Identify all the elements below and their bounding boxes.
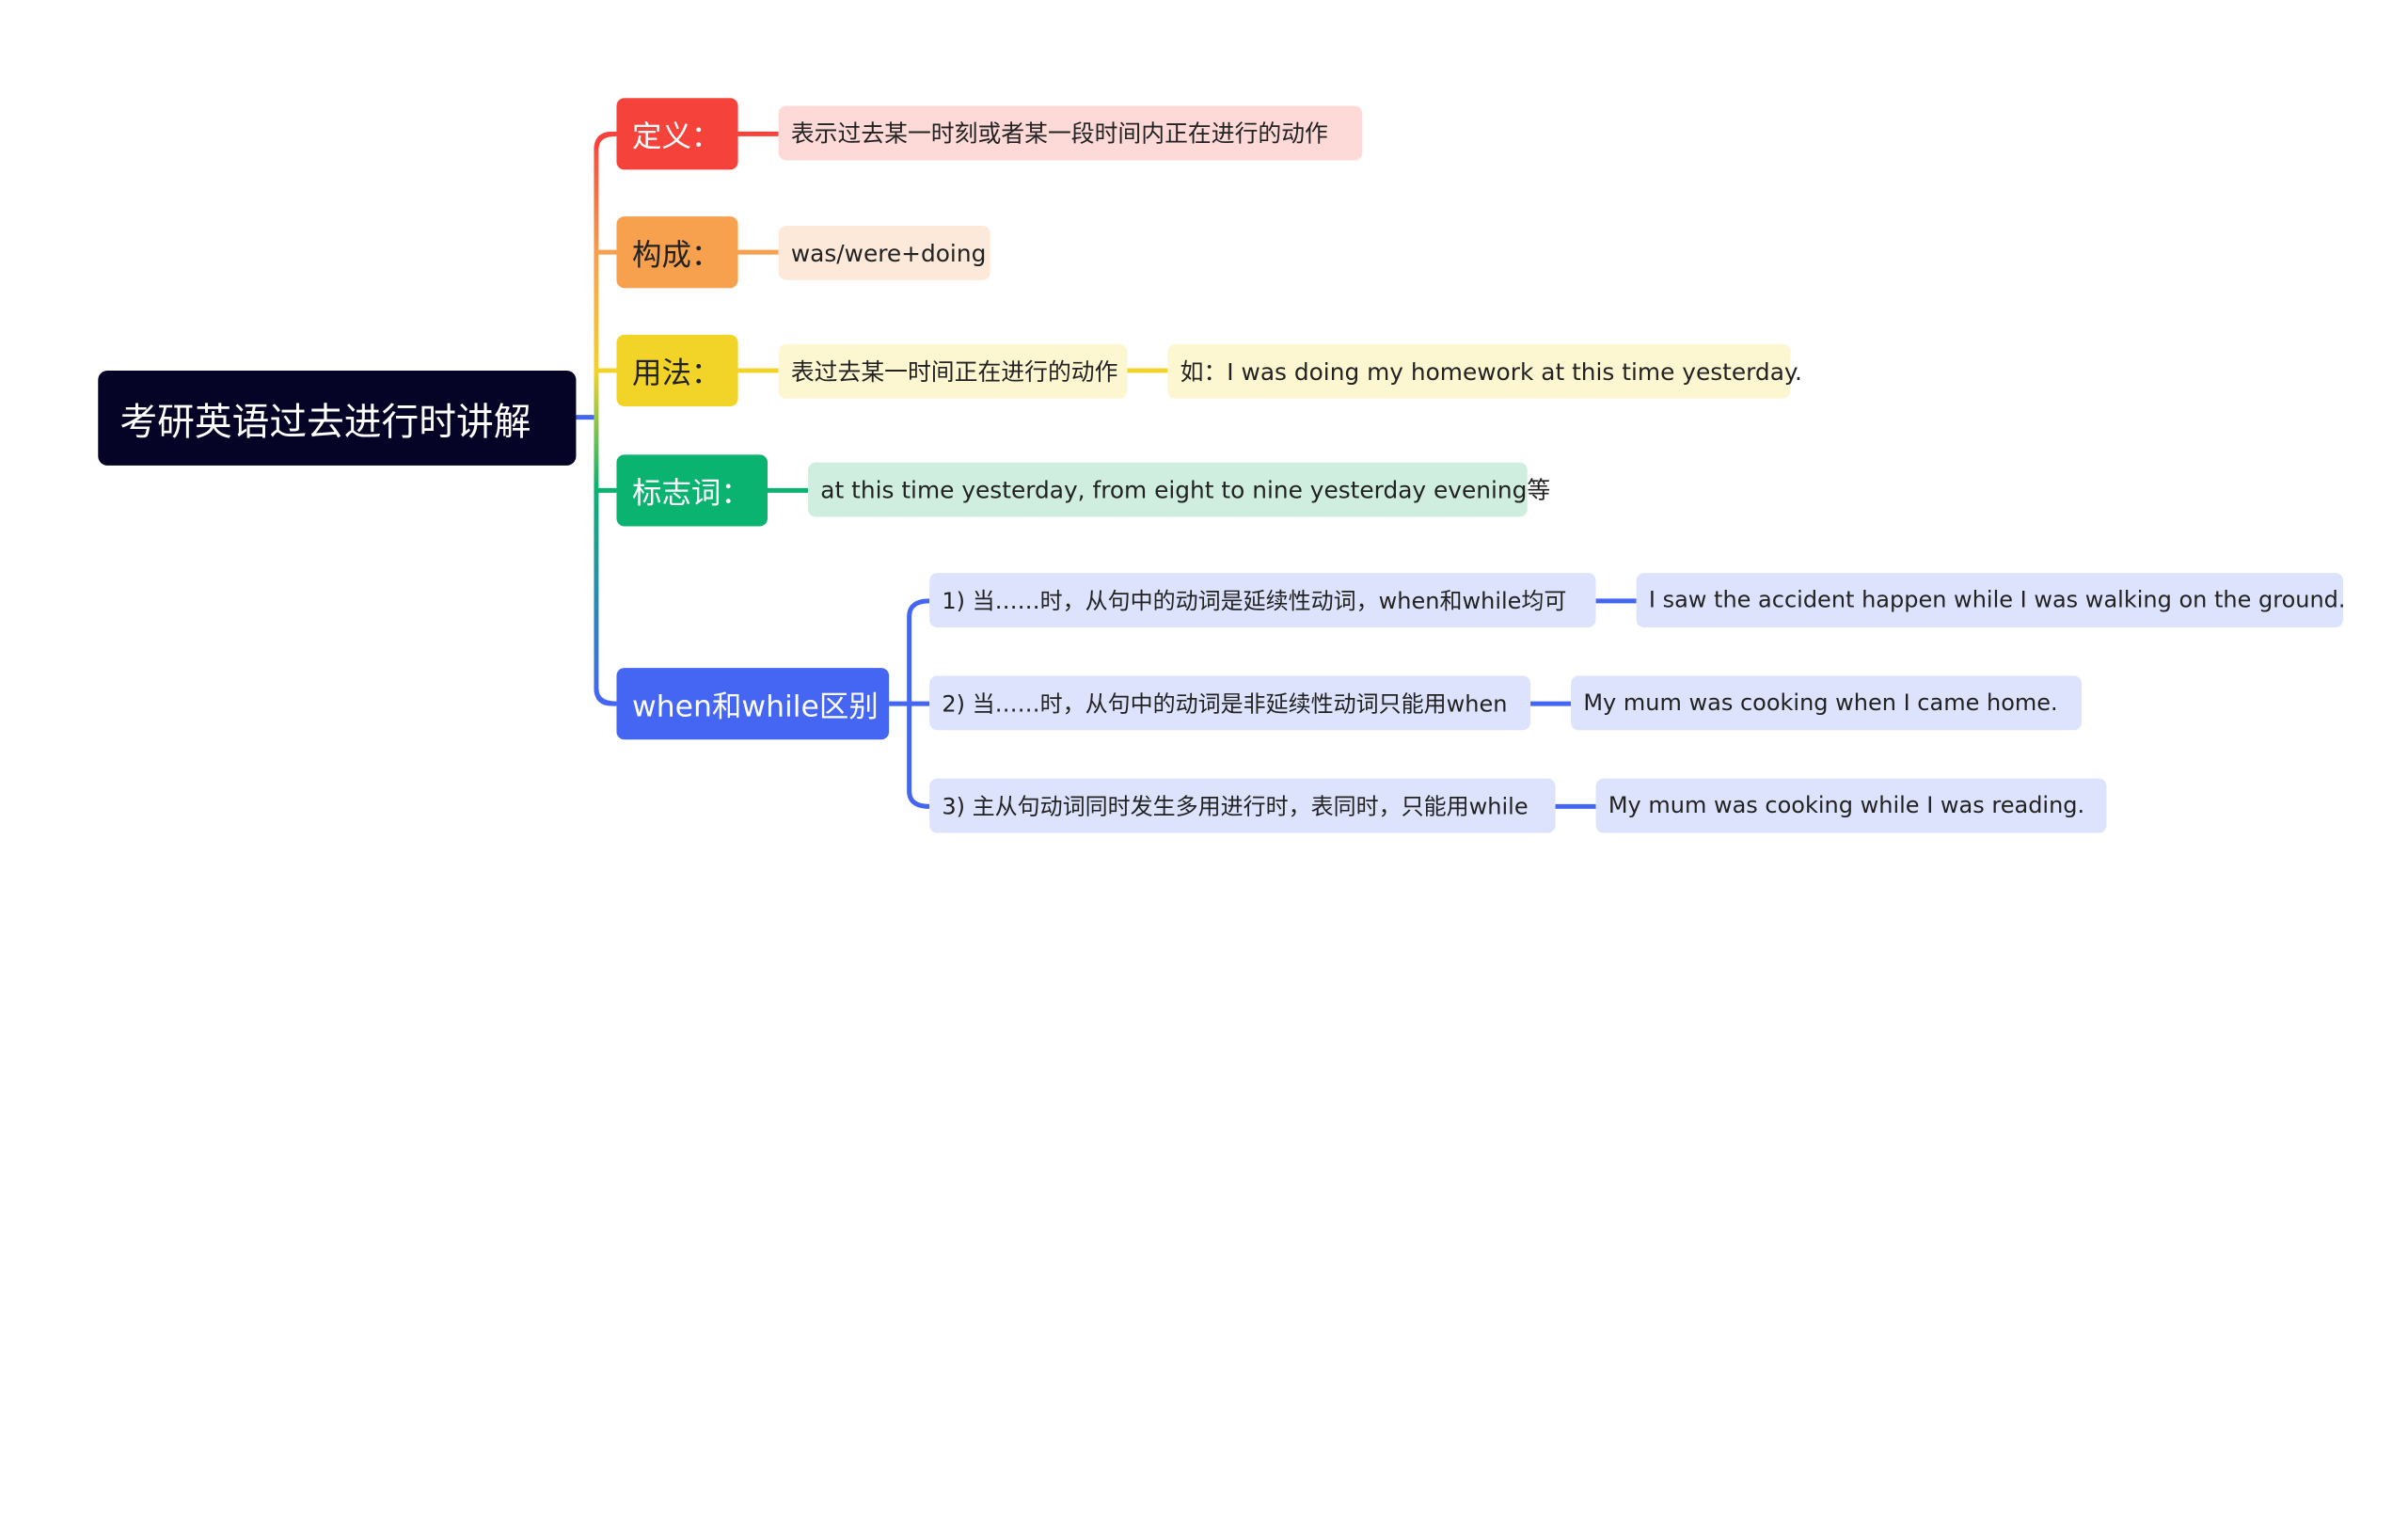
branch-usage[interactable]: 用法： — [616, 334, 738, 407]
branch-formation[interactable]: 构成： — [616, 216, 738, 289]
when-while-example-2[interactable]: My mum was cooking when I came home. — [1571, 675, 2083, 731]
connector-when-while-fork — [889, 598, 930, 809]
when-while-example-1[interactable]: I saw the accident happen while I was wa… — [1636, 573, 2346, 628]
usage-detail[interactable]: 表过去某一时间正在进行的动作 — [778, 343, 1128, 399]
branch-when-while[interactable]: when和while区别 — [616, 668, 890, 740]
connector-to-definition — [594, 131, 617, 151]
signal-words-detail[interactable]: at this time yesterday, from eight to ni… — [808, 462, 1550, 517]
formation-detail[interactable]: was/were+doing — [778, 226, 990, 280]
definition-detail[interactable]: 表示过去某一时刻或者某一段时间内正在进行的动作 — [778, 105, 1363, 161]
when-while-example-3[interactable]: My mum was cooking while I was reading. — [1595, 778, 2107, 833]
branch-definition[interactable]: 定义： — [616, 98, 738, 170]
connector-trunk — [594, 131, 612, 706]
root-topic[interactable]: 考研英语过去进行时讲解 — [98, 370, 577, 466]
when-while-rule-3[interactable]: 3) 主从句动词同时发生多用进行时，表同时，只能用while — [929, 778, 1556, 833]
connector-to-when-while — [594, 688, 617, 706]
connector-lines — [576, 131, 1637, 809]
branch-signal-words[interactable]: 标志词： — [616, 454, 768, 527]
usage-example[interactable]: 如：I was doing my homework at this time y… — [1167, 343, 1802, 399]
when-while-rule-2[interactable]: 2) 当……时，从句中的动词是非延续性动词只能用when — [929, 675, 1531, 731]
when-while-rule-1[interactable]: 1) 当……时，从句中的动词是延续性动词，when和while均可 — [929, 573, 1596, 628]
